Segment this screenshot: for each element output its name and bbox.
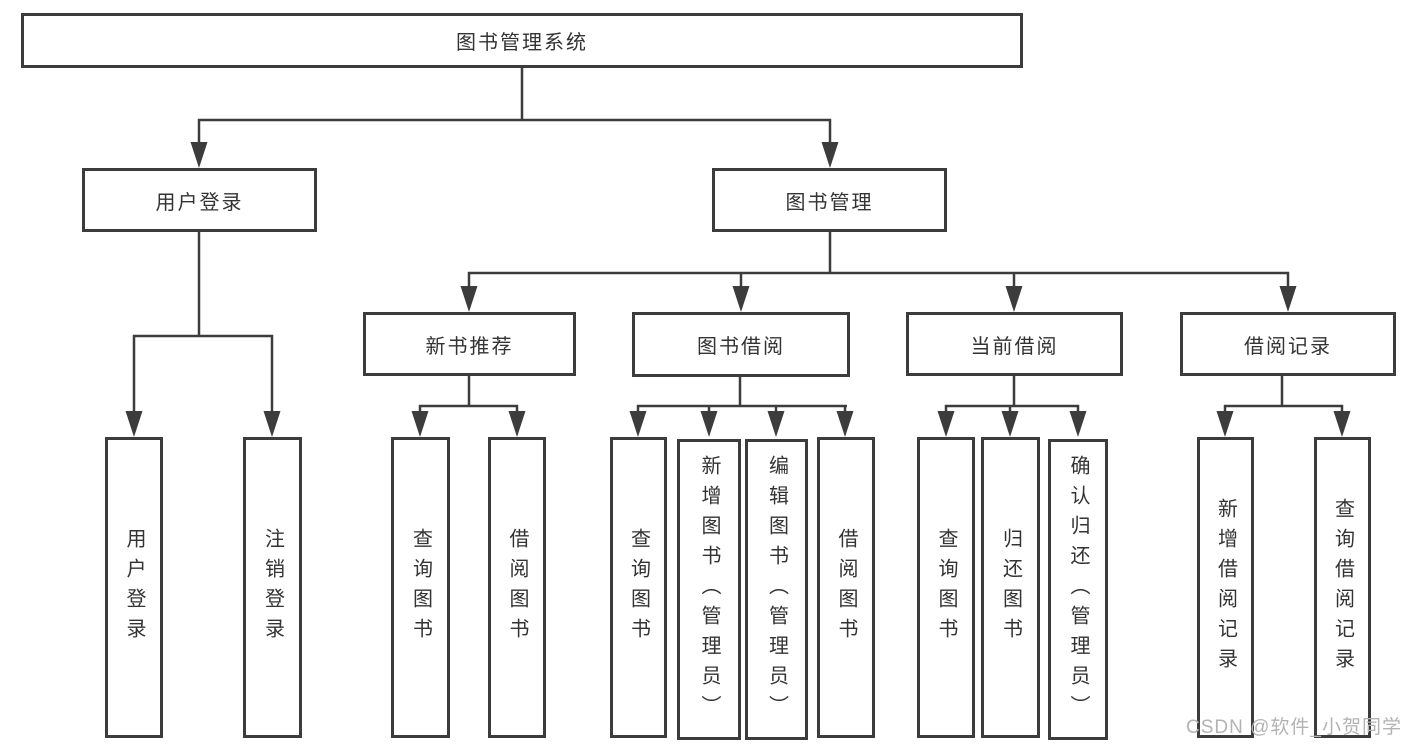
node-label: 用户登录 [155,191,244,214]
leaf-query-books-current: 查询图书 [917,437,975,738]
leaf-confirm-return-admin: 确认归还（管理员） [1048,439,1108,740]
leaf-user-login: 用户登录 [105,437,163,738]
node-new-book-recommend: 新书推荐 [363,312,576,376]
node-label: 图书借阅 [697,336,785,358]
node-label: 查询借阅记录 [1331,497,1354,678]
leaf-return-books: 归还图书 [981,437,1040,738]
node-label: 确认归还（管理员） [1067,454,1089,725]
node-label: 注销登录 [261,527,284,648]
node-label: 借阅记录 [1244,335,1332,358]
node-label: 查询图书 [409,527,432,648]
node-label: 当前借阅 [970,335,1059,358]
node-label: 借阅图书 [835,527,857,648]
node-library-system: 图书管理系统 [21,13,1023,68]
node-label: 归还图书 [999,527,1022,648]
leaf-add-books-admin: 新增图书（管理员） [677,439,741,740]
leaf-edit-books-admin: 编辑图书（管理员） [745,439,808,740]
leaf-borrow-books-recommend: 借阅图书 [488,437,546,738]
node-user-login: 用户登录 [82,168,317,232]
leaf-borrow-books: 借阅图书 [817,437,875,738]
leaf-logout: 注销登录 [243,437,302,738]
node-label: 新书推荐 [425,335,514,358]
leaf-add-borrow-record: 新增借阅记录 [1197,437,1254,738]
csdn-watermark: CSDN @软件_小贺同学 [1186,717,1402,738]
node-label: 新增图书（管理员） [698,454,720,725]
node-label: 新增借阅记录 [1214,497,1237,678]
leaf-query-borrow-record: 查询借阅记录 [1314,437,1371,738]
node-label: 用户登录 [123,527,145,648]
node-book-borrow: 图书借阅 [632,312,850,377]
leaf-query-books-recommend: 查询图书 [391,437,450,738]
node-label: 图书管理 [785,191,874,214]
node-label: 图书管理系统 [456,32,588,54]
node-book-management: 图书管理 [712,168,947,232]
node-label: 借阅图书 [506,527,528,648]
node-label: 查询图书 [935,527,957,648]
node-label: 编辑图书（管理员） [765,454,788,725]
leaf-query-books-borrow: 查询图书 [610,437,667,738]
node-current-borrow: 当前借阅 [906,312,1123,376]
node-borrow-records: 借阅记录 [1180,312,1396,376]
node-label: 查询图书 [627,527,650,648]
